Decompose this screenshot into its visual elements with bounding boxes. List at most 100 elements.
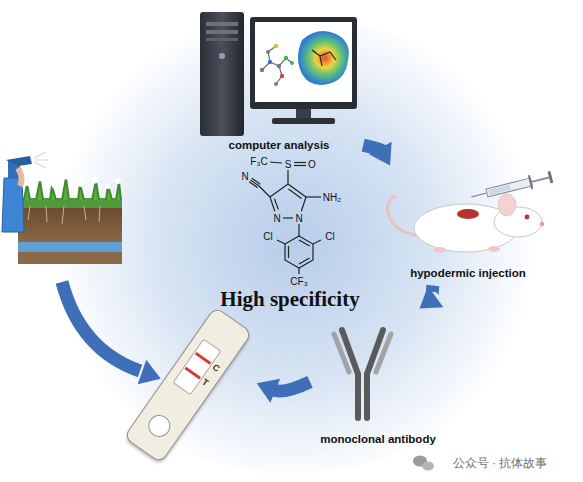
- chemical-bonds: [289, 189, 302, 199]
- chemical-bonds: [298, 268, 299, 274]
- chemical-bonds: [301, 197, 306, 211]
- atom-label: N: [273, 213, 280, 224]
- stage-caption: monoclonal antibody: [320, 432, 436, 446]
- molecule-model: [274, 44, 278, 48]
- sample-well: [144, 411, 175, 442]
- mouse-figure: [434, 247, 446, 253]
- computer-icon: [219, 53, 225, 59]
- chemical-bonds: [313, 240, 321, 244]
- stage-caption: hypodermic injection: [410, 266, 526, 280]
- chemical-bonds: [288, 246, 289, 258]
- chemical-bonds: [294, 165, 306, 166]
- atom-label: CF₃: [290, 276, 307, 287]
- chemical-bonds: [270, 162, 282, 163]
- docking-surface: [298, 31, 349, 85]
- chemical-bonds: [294, 162, 306, 163]
- computer-icon: [206, 38, 238, 41]
- chemical-bonds: [274, 199, 278, 210]
- atom-label: O: [308, 159, 316, 170]
- computer-icon: [272, 118, 335, 124]
- flow-arrow: [138, 360, 161, 384]
- syringe: [531, 177, 549, 183]
- heading-text: High specificity: [220, 288, 360, 311]
- molecule-model: [274, 82, 278, 86]
- atom-label: Cl: [325, 231, 334, 242]
- stage-caption-box: hypodermic injection: [392, 168, 544, 282]
- syringe: [488, 185, 511, 195]
- atom-label: N: [295, 213, 302, 224]
- syringe: [528, 175, 533, 189]
- atom-label: S: [285, 159, 292, 170]
- field-scene: [18, 173, 122, 264]
- chemical-bonds: [270, 184, 288, 197]
- flow-arrow: [363, 142, 392, 166]
- chemical-bonds: [249, 182, 258, 188]
- field-scene: [63, 173, 70, 180]
- spray-bottle: [2, 152, 48, 232]
- mouse-figure: [488, 246, 500, 252]
- field-scene: [18, 252, 122, 264]
- watermark: 公众号 · 抗体故事: [453, 456, 548, 470]
- mouse-figure: [457, 209, 479, 219]
- spray-bottle: [18, 168, 22, 186]
- field-scene: [78, 181, 84, 187]
- antibody-symbol: [367, 330, 383, 374]
- molecule-model: [280, 74, 284, 78]
- field-scene: [52, 183, 58, 189]
- chemical-bonds: [252, 178, 260, 184]
- field-scene: [24, 178, 121, 200]
- chemical-bonds: [285, 236, 313, 268]
- syringe: [470, 170, 554, 204]
- computer-icon: [296, 109, 311, 119]
- flow-arrow: [257, 379, 310, 403]
- atom-label: N: [241, 171, 248, 182]
- flow-arrow: [62, 282, 161, 384]
- field-scene: [24, 180, 30, 186]
- mouse-figure: [540, 222, 544, 226]
- molecule-model: [290, 61, 294, 65]
- molecule-model: [266, 50, 270, 54]
- syringe: [548, 171, 554, 183]
- computer-icon: [200, 12, 357, 136]
- molecule-model: [262, 46, 292, 84]
- molecule-model: [260, 44, 294, 86]
- syringe: [471, 193, 487, 197]
- chemical-bonds: [249, 162, 321, 274]
- computer-icon: [200, 12, 244, 136]
- spray-bottle: [34, 152, 48, 168]
- arrow-head: [257, 379, 280, 403]
- field-scene: [18, 242, 122, 252]
- computer-icon: [206, 30, 238, 34]
- field-scene: [28, 206, 100, 224]
- stage-caption: computer analysis: [229, 138, 330, 152]
- molecule-model: [284, 56, 288, 60]
- field-scene: [115, 178, 121, 184]
- computer-icon: [206, 22, 238, 26]
- arrow-shaft: [273, 382, 310, 391]
- chemical-bonds: [283, 217, 293, 218]
- chemical-bonds: [277, 240, 285, 244]
- watermark-icon: [413, 456, 434, 471]
- chemical-bonds: [259, 186, 270, 197]
- chemical-bonds: [299, 258, 310, 264]
- mouse-figure: [525, 215, 530, 220]
- mouse-figure: [498, 194, 516, 216]
- stage-caption-box: monoclonal antibody: [314, 312, 442, 448]
- chemical-bonds: [287, 170, 288, 184]
- antibody-symbol: [376, 334, 391, 372]
- atom-label: F₃C: [250, 156, 267, 167]
- atom-label: Cl: [263, 231, 272, 242]
- computer-icon: [255, 22, 352, 102]
- field-scene: [105, 183, 111, 189]
- molecule-model: [268, 60, 272, 64]
- docking-surface: [312, 50, 336, 66]
- chemical-bonds: [299, 240, 310, 246]
- watermark-icon: [422, 461, 434, 470]
- antibody-symbol: [342, 330, 358, 374]
- spray-bottle: [6, 156, 32, 166]
- arrow-head: [369, 142, 392, 166]
- stage-caption-box: computer analysis: [198, 8, 360, 154]
